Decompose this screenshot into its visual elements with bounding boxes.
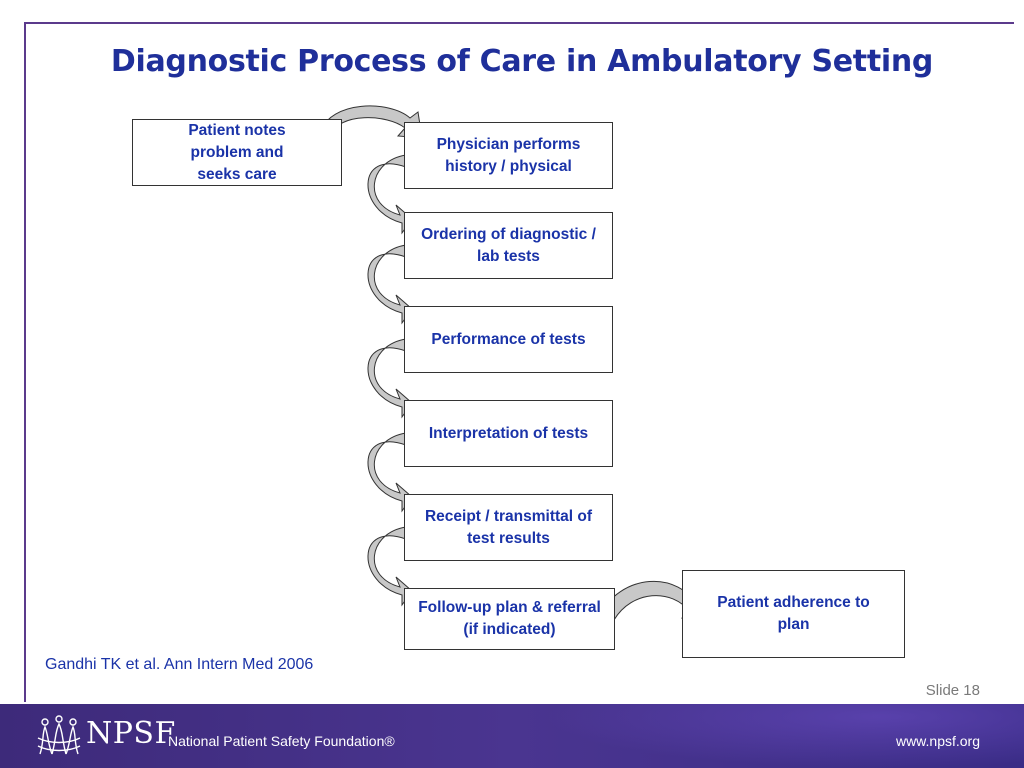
footer-website: www.npsf.org [895,733,980,749]
slide-number: Slide 18 [925,682,980,699]
flow-start-box: Patient notes problem and seeks care [132,119,342,186]
flow-step-box: Performance of tests [404,306,613,373]
slide-frame [24,22,1014,702]
flow-step-box: Follow-up plan & referral (if indicated) [404,588,615,650]
flow-step-label: Performance of tests [431,330,586,348]
loop-arrow [367,526,413,607]
footer-glow [544,704,1024,768]
citation: Gandhi TK et al. Ann Intern Med 2006 [45,656,314,673]
flow-step-label: Physician performs history / physical [436,135,581,175]
flow-connectors [319,105,707,625]
slide-title: Diagnostic Process of Care in Ambulatory… [110,44,934,79]
flow-end-box: Patient adherence to plan [682,570,905,658]
footer-bar: NPSF National Patient Safety Foundation®… [0,704,1024,768]
flow-step-box: Physician performs history / physical [404,122,613,189]
flow-step-box: Ordering of diagnostic / lab tests [404,212,613,279]
flow-step-label: Interpretation of tests [428,424,589,442]
loop-arrow [367,154,413,235]
footer-logo-text: NPSF [86,716,176,751]
flow-step-label: Follow-up plan & referral (if indicated) [418,599,601,638]
loop-arrow [367,338,413,419]
loop-arrow [367,244,413,325]
flow-step-label: Receipt / transmittal of test results [424,507,593,547]
footer-org-name: National Patient Safety Foundation® [168,733,395,749]
npsf-logo-icon [37,715,81,755]
flow-step-label: Ordering of diagnostic / lab tests [421,225,596,265]
flow-step-box: Receipt / transmittal of test results [404,494,613,561]
flow-step-box: Interpretation of tests [404,400,613,467]
flow-end-label: Patient adherence to plan [717,594,870,633]
loop-arrow [367,432,413,513]
flow-start-label: Patient notes problem and seeks care [188,121,286,183]
